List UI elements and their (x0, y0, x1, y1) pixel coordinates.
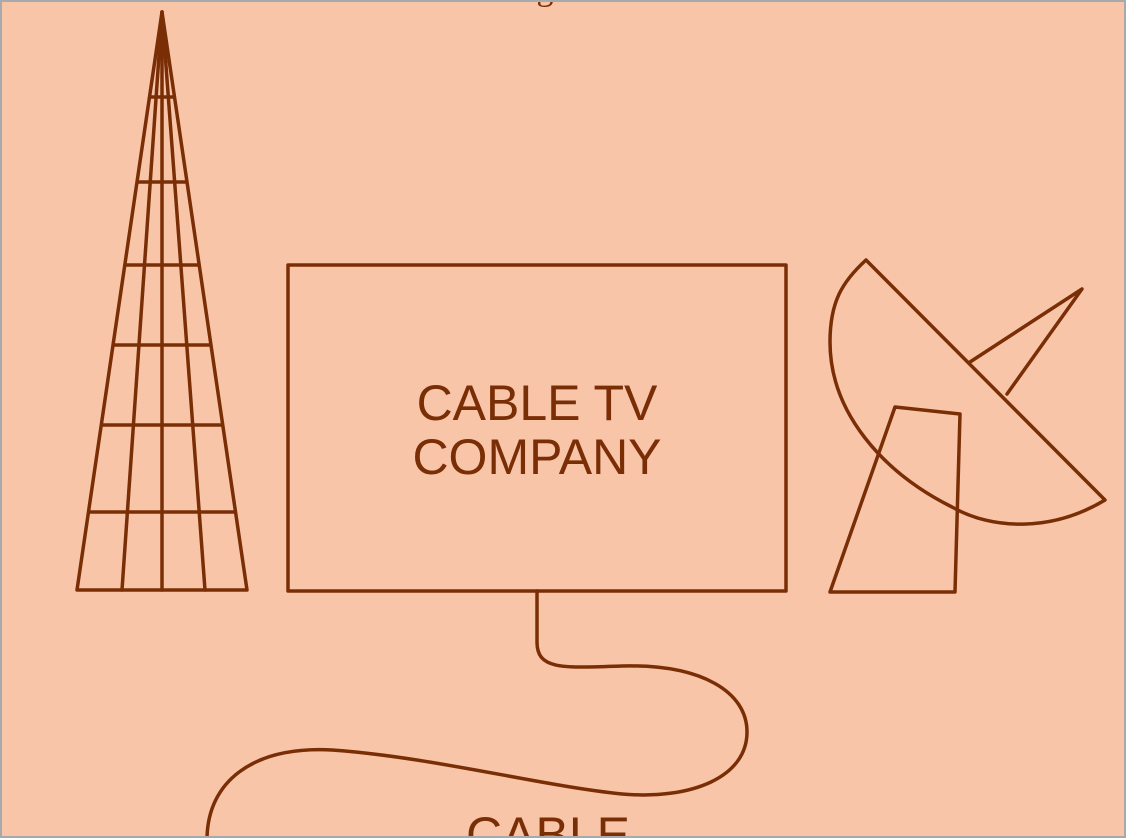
company-label-line2: COMPANY (412, 429, 661, 485)
cable-wire (205, 589, 749, 836)
cable-tv-company-box: CABLE TV COMPANY (286, 263, 788, 593)
satellite-dish-icon (828, 258, 1107, 594)
company-label-line1: CABLE TV (417, 375, 658, 431)
broadcast-tower-icon (75, 10, 249, 592)
top-cutoff-text: g (537, 2, 554, 8)
cable-label: CABLE (466, 807, 630, 838)
